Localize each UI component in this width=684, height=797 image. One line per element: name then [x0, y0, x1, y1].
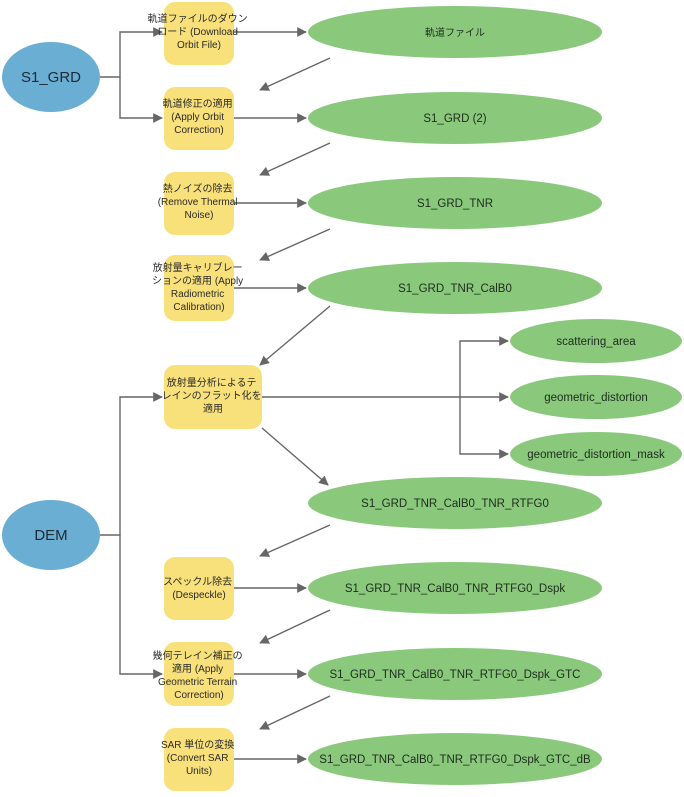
input-s1-grd[interactable]: S1_GRD — [2, 42, 100, 112]
connector-tnr-radiometric — [259, 228, 331, 261]
output-gtc[interactable]: S1_GRD_TNR_CalB0_TNR_RTFG0_Dspk_GTC — [308, 648, 602, 700]
tool-download-orbit-file-label: 軌道ファイルのダウン ロード (Download Orbit File) — [148, 12, 251, 51]
connector-flattening-scattering — [459, 336, 509, 397]
connector-rtfg0-despeckle — [259, 524, 331, 557]
tool-apply-orbit-correction[interactable]: 軌道修正の適用 (Apply Orbit Correction) — [163, 87, 236, 150]
output-scattering-area-label: scattering_area — [556, 336, 636, 348]
connector-s1grd-download — [100, 27, 163, 78]
tool-apply-radiometric-calibration[interactable]: 放射量キャリブレー ションの適用 (Apply Radiometric Cali… — [152, 255, 246, 321]
output-gtc-label: S1_GRD_TNR_CalB0_TNR_RTFG0_Dspk_GTC — [330, 669, 581, 681]
connector-flattening-mask — [459, 397, 509, 459]
tool-remove-thermal-noise-label: 熱ノイズの除去 (Remove Thermal Noise) — [158, 182, 241, 221]
tool-despeckle[interactable]: スペックル除去 (Despeckle) — [163, 557, 235, 620]
connector-s1grd-applyorbit — [119, 77, 163, 123]
input-dem-label: DEM — [34, 527, 67, 544]
tool-download-orbit-file[interactable]: 軌道ファイルのダウン ロード (Download Orbit File) — [148, 2, 251, 65]
output-dspk-label: S1_GRD_TNR_CalB0_TNR_RTFG0_Dspk — [345, 583, 566, 595]
connectors — [100, 27, 509, 764]
output-s1-grd-tnr-label: S1_GRD_TNR — [417, 198, 493, 210]
output-geometric-distortion-mask[interactable]: geometric_distortion_mask — [510, 432, 682, 476]
connector-calb0-flattening — [259, 305, 331, 366]
output-rtfg0[interactable]: S1_GRD_TNR_CalB0_TNR_RTFG0 — [308, 477, 602, 529]
output-s1-grd-2-label: S1_GRD (2) — [423, 113, 486, 125]
tool-apply-orbit-correction-label: 軌道修正の適用 (Apply Orbit Correction) — [163, 97, 236, 136]
tool-remove-thermal-noise[interactable]: 熱ノイズの除去 (Remove Thermal Noise) — [158, 172, 241, 235]
tool-apply-geometric-terrain-correction[interactable]: 幾何テレイン補正の 適用 (Apply Geometric Terrain Co… — [153, 642, 246, 706]
tool-despeckle-label: スペックル除去 (Despeckle) — [163, 575, 235, 601]
output-db-label: S1_GRD_TNR_CalB0_TNR_RTFG0_Dspk_GTC_dB — [319, 754, 591, 766]
output-geometric-distortion-label: geometric_distortion — [544, 392, 648, 404]
output-dspk[interactable]: S1_GRD_TNR_CalB0_TNR_RTFG0_Dspk — [308, 562, 602, 614]
connector-dem-geometric — [119, 535, 163, 679]
output-geometric-distortion[interactable]: geometric_distortion — [510, 375, 682, 419]
tool-apply-geometric-terrain-correction-label: 幾何テレイン補正の 適用 (Apply Geometric Terrain Co… — [153, 649, 246, 701]
tool-convert-sar-units-label: SAR 単位の変換 (Convert SAR Units) — [161, 738, 237, 777]
input-dem[interactable]: DEM — [2, 500, 100, 570]
output-s1-grd-tnr[interactable]: S1_GRD_TNR — [308, 177, 602, 229]
connector-dem-flattening — [100, 392, 163, 536]
output-rtfg0-label: S1_GRD_TNR_CalB0_TNR_RTFG0 — [361, 498, 549, 510]
input-s1-grd-label: S1_GRD — [21, 69, 81, 86]
connector-orbitfile-applyorbit — [259, 57, 331, 91]
connector-s1grd2-thermal — [259, 142, 331, 176]
tool-apply-radiometric-calibration-label: 放射量キャリブレー ションの適用 (Apply Radiometric Cali… — [152, 261, 246, 313]
output-s1-grd-2[interactable]: S1_GRD (2) — [308, 92, 602, 144]
tool-terrain-flattening-label: 放射量分析によるテ レインのフラット化を 適用 — [162, 376, 265, 415]
output-s1-grd-tnr-calb0-label: S1_GRD_TNR_CalB0 — [398, 283, 512, 295]
tool-convert-sar-units[interactable]: SAR 単位の変換 (Convert SAR Units) — [161, 728, 237, 791]
output-geometric-distortion-mask-label: geometric_distortion_mask — [527, 449, 665, 461]
output-orbit-file[interactable]: 軌道ファイル — [308, 6, 602, 58]
output-scattering-area[interactable]: scattering_area — [510, 319, 682, 363]
output-orbit-file-label: 軌道ファイル — [425, 26, 485, 39]
output-db[interactable]: S1_GRD_TNR_CalB0_TNR_RTFG0_Dspk_GTC_dB — [308, 733, 602, 785]
connector-gtc-convert — [259, 695, 331, 730]
tool-terrain-flattening[interactable]: 放射量分析によるテ レインのフラット化を 適用 — [162, 365, 265, 429]
output-s1-grd-tnr-calb0[interactable]: S1_GRD_TNR_CalB0 — [308, 262, 602, 314]
connector-flattening-rtfg0 — [261, 427, 329, 486]
connector-dspk-geometric — [259, 609, 331, 644]
